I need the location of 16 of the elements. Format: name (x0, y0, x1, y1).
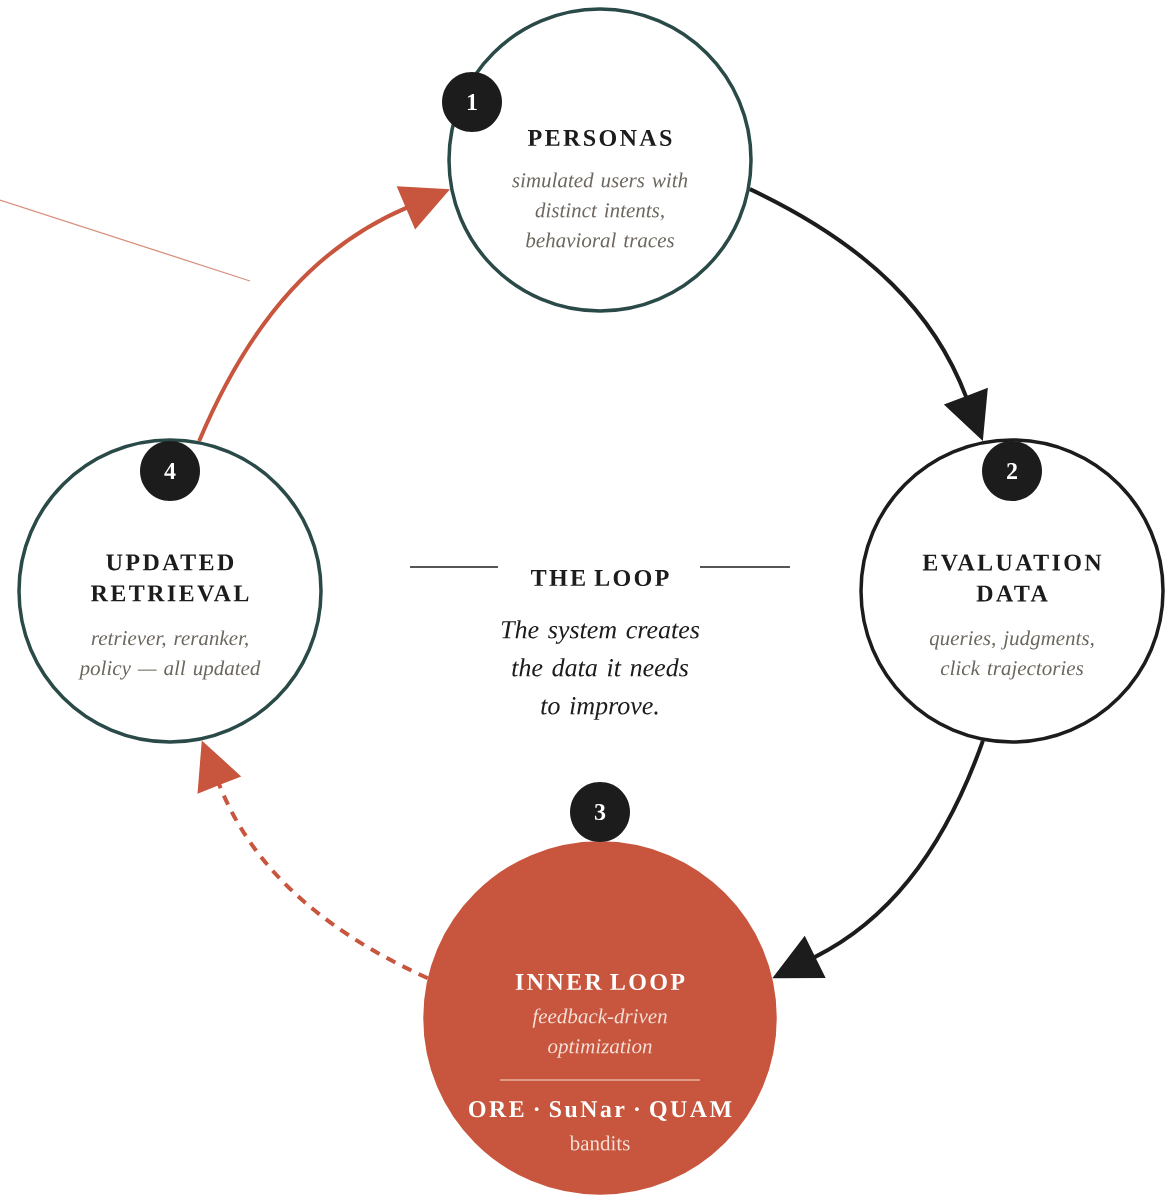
summary-text: The system creates the data it needs to improve. (501, 620, 700, 720)
number-badge: 1 (442, 72, 502, 132)
number-badge: 3 (570, 782, 630, 842)
stage-description: queries, judgments, click trajectories (929, 630, 1094, 680)
stage-description: simulated users with distinct intents, behavioral traces (512, 172, 688, 248)
number-badge: 2 (982, 441, 1042, 501)
stage-title: INNER LOOP (515, 973, 685, 991)
stage-note: bandits (569, 1135, 630, 1151)
section-title: THE LOOP (531, 569, 669, 587)
method-list: ORE · SuNar · QUAM (469, 1101, 732, 1121)
number-badge: 4 (140, 441, 200, 501)
stage-description: feedback-driven optimization (532, 1008, 667, 1058)
stage-title: PERSONAS (528, 129, 672, 147)
stage-title: EVALUATION DATA (922, 554, 1102, 602)
stage-title: UPDATED RETRIEVAL (91, 554, 249, 602)
stage-description: retriever, reranker, policy — all updated (78, 630, 261, 680)
